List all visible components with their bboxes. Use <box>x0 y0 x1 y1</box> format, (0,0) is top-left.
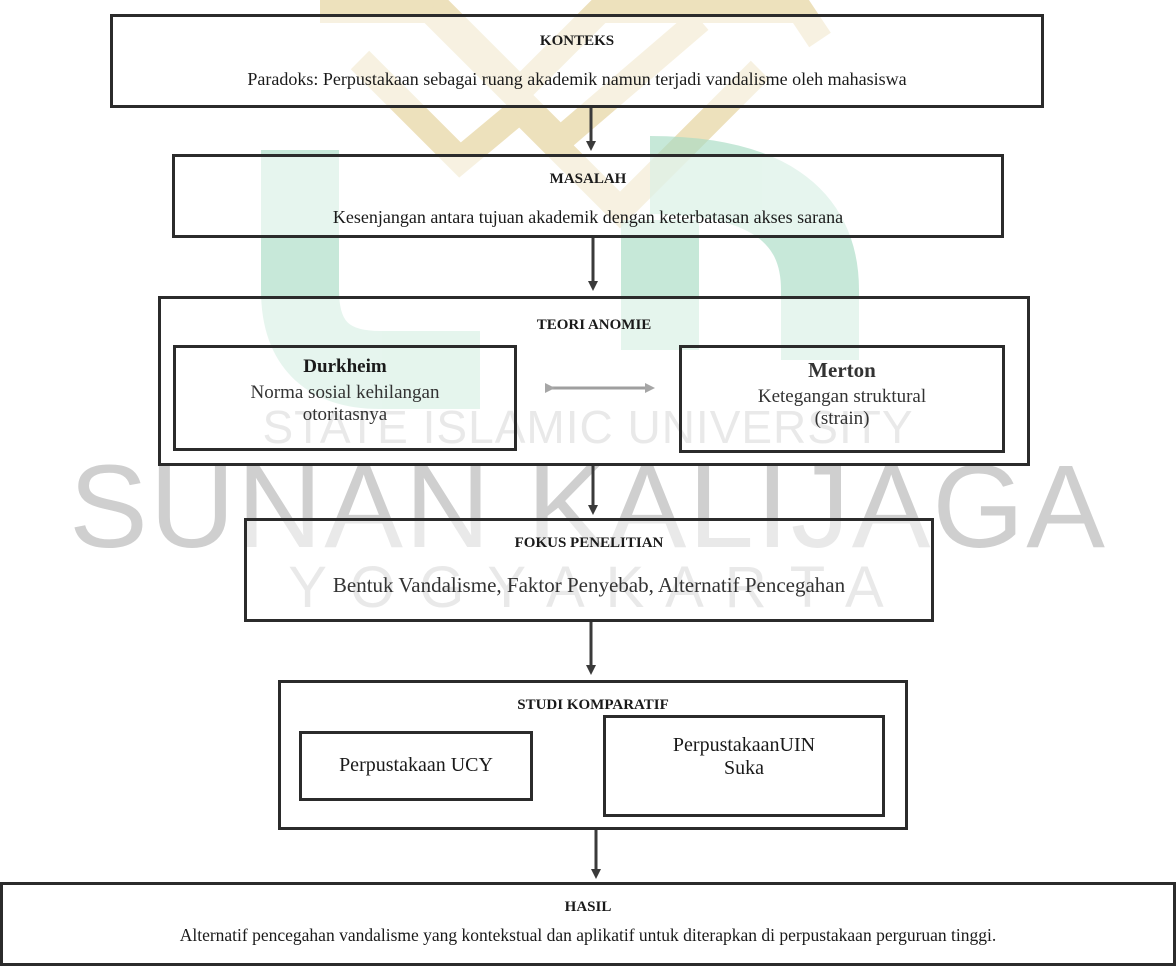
hasil-box: HASIL Alternatif pencegahan vandalisme y… <box>0 882 1176 966</box>
konteks-box: KONTEKS Paradoks: Perpustakaan sebagai r… <box>110 14 1044 108</box>
studi-title: STUDI KOMPARATIF <box>517 697 669 713</box>
merton-text: Ketegangan struktural (strain) <box>757 386 927 429</box>
fokus-penelitian-box: FOKUS PENELITIAN Bentuk Vandalisme, Fakt… <box>244 518 934 622</box>
merton-title: Merton <box>808 358 876 382</box>
durkheim-text: Norma sosial kehilangan otoritasnya <box>250 382 440 425</box>
hasil-text: Alternatif pencegahan vandalisme yang ko… <box>179 925 997 945</box>
konteks-text: Paradoks: Perpustakaan sebagai ruang aka… <box>247 69 907 89</box>
hasil-title: HASIL <box>564 899 612 915</box>
konteks-title: KONTEKS <box>539 33 615 49</box>
fokus-title: FOKUS PENELITIAN <box>514 535 664 551</box>
perpustakaan-ucy-box: Perpustakaan UCY <box>299 731 533 801</box>
teori-anomie-box: TEORI ANOMIE Durkheim Norma sosial kehil… <box>158 296 1030 466</box>
perpustakaan-uin-label: PerpustakaanUIN Suka <box>672 734 816 779</box>
durkheim-box: Durkheim Norma sosial kehilangan otorita… <box>173 345 517 451</box>
studi-komparatif-box: STUDI KOMPARATIF Perpustakaan UCY Perpus… <box>278 680 908 830</box>
masalah-text: Kesenjangan antara tujuan akademik denga… <box>332 207 844 227</box>
merton-box: Merton Ketegangan struktural (strain) <box>679 345 1005 453</box>
durkheim-title: Durkheim <box>303 356 387 377</box>
fokus-text: Bentuk Vandalisme, Faktor Penyebab, Alte… <box>332 573 846 597</box>
perpustakaan-uin-box: PerpustakaanUIN Suka <box>603 715 885 817</box>
masalah-box: MASALAH Kesenjangan antara tujuan akadem… <box>172 154 1004 238</box>
masalah-title: MASALAH <box>549 171 627 187</box>
teori-anomie-title: TEORI ANOMIE <box>536 317 652 333</box>
perpustakaan-ucy-label: Perpustakaan UCY <box>339 754 493 776</box>
